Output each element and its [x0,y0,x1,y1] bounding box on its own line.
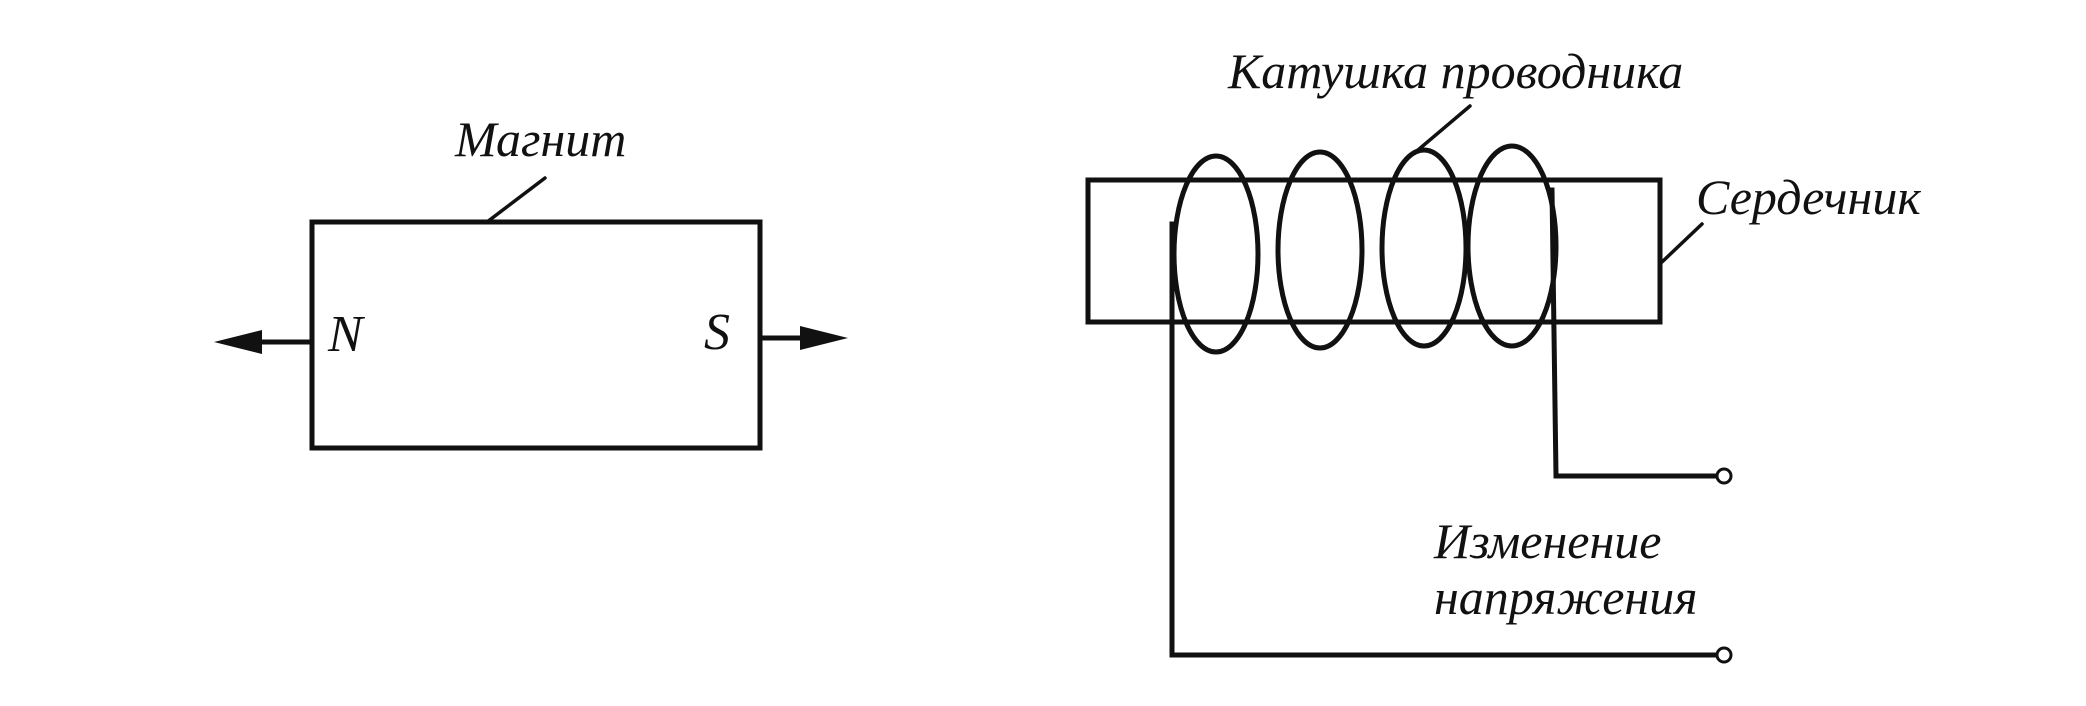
magnet-label: Магнит [454,111,626,167]
coil-leader-line [1416,104,1472,152]
magnet-body [309,219,763,451]
coil-lead-lower [1169,221,1719,658]
voltage-label-line1: Изменение [1433,513,1661,569]
terminal-upper [1715,467,1733,485]
north-pole-label: N [327,306,366,363]
terminal-lower [1715,646,1733,664]
voltage-label-line2: напряжения [1434,569,1697,625]
south-arrow [757,326,848,350]
coil-assembly-group: Катушка проводника Сердечник Изменение н… [1085,43,1921,664]
coil-turn-4 [1465,143,1559,349]
south-pole-label: S [704,304,730,361]
core-body [1085,177,1663,325]
coil-turn-2 [1275,149,1365,351]
coil-turns [1171,143,1559,355]
core-label: Сердечник [1696,169,1921,225]
coil-lead-upper [1549,187,1719,479]
north-arrow [214,330,315,354]
magnet-leader-line [485,176,547,224]
coil-label: Катушка проводника [1227,43,1683,99]
magnet-group: Магнит N S [214,111,848,451]
core-leader-line [1660,222,1704,264]
